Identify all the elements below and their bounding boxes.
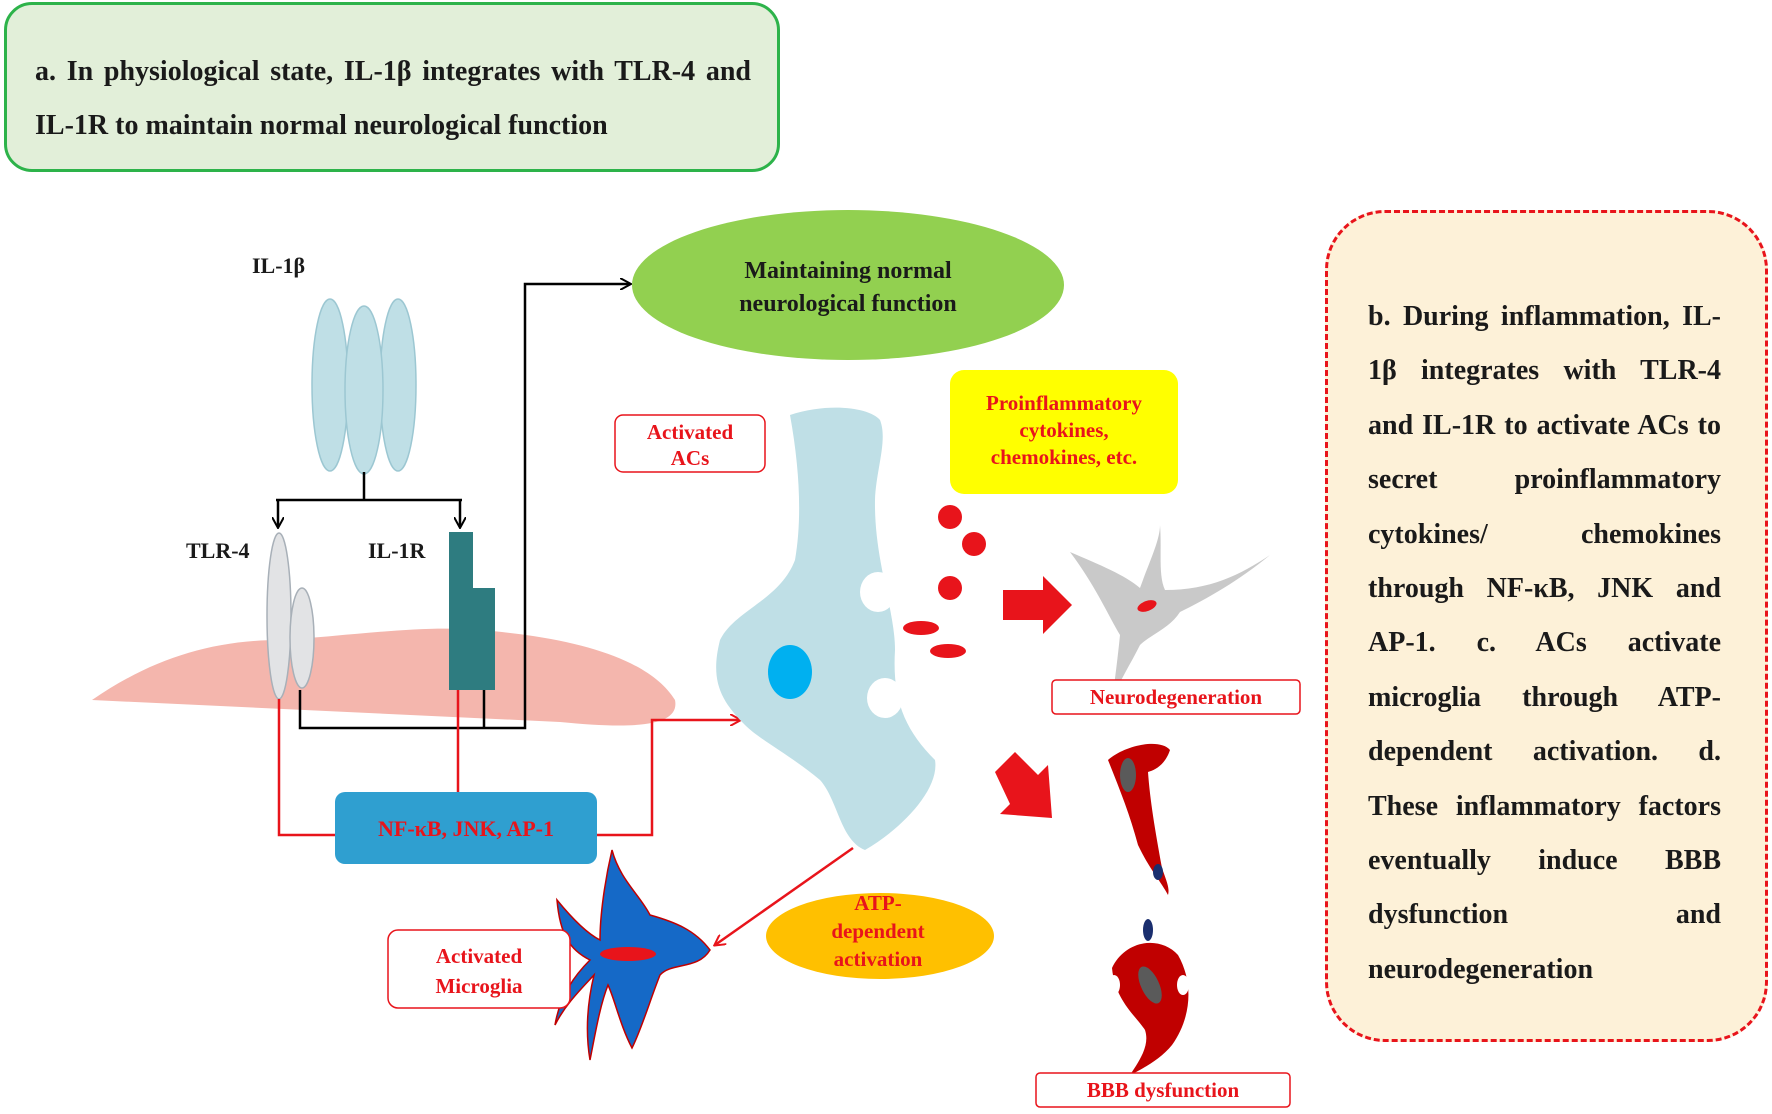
bbb-label: BBB dysfunction <box>1087 1078 1240 1102</box>
astrocyte-vesicles <box>860 485 911 718</box>
microglia-label-line2: Microglia <box>435 974 523 998</box>
panel-b-summary: b. During inflammation, IL-1β integrates… <box>1325 210 1768 1042</box>
activated-acs-line1: Activated <box>647 420 734 444</box>
maintaining-label-line1: Maintaining normal <box>744 258 952 284</box>
il1b-binding-arrows <box>276 472 462 527</box>
proinflam-line3: chemokines, etc. <box>991 445 1137 469</box>
neuro-effect-arrow <box>1003 576 1072 634</box>
atp-line1: ATP- <box>854 891 901 915</box>
activated-acs-line2: ACs <box>671 446 710 470</box>
endothelial-cell-icon <box>1108 743 1170 895</box>
activated-acs-box <box>614 414 766 473</box>
atp-line2: dependent <box>831 919 924 943</box>
bbb-dysfunction-box <box>1035 1072 1291 1108</box>
astrocyte-cell-icon <box>716 407 936 850</box>
inflammatory-signal-lines <box>277 690 854 945</box>
nfkb-jnk-ap1-box <box>335 792 597 864</box>
physiological-signal-arrow <box>298 284 630 730</box>
il1r-label: IL-1R <box>368 538 427 563</box>
maintaining-label-line2: neurological function <box>739 291 957 317</box>
atp-line3: activation <box>834 947 923 971</box>
neurodegeneration-label: Neurodegeneration <box>1090 685 1263 709</box>
neurodegeneration-box <box>1051 679 1301 715</box>
microglia-cell-icon <box>554 849 711 1061</box>
astrocyte-nucleus <box>768 645 812 699</box>
proinflam-line1: Proinflammatory <box>986 391 1142 415</box>
maintaining-function-ellipse <box>632 210 1064 360</box>
neuron-cell-icon <box>1070 525 1270 700</box>
microglia-label-line1: Activated <box>436 944 523 968</box>
proinflam-line2: cytokines, <box>1019 418 1108 442</box>
il1b-label: IL-1β <box>252 253 305 278</box>
cell-membrane <box>92 628 676 726</box>
nfkb-label: NF-κB, JNK, AP-1 <box>378 816 554 841</box>
il1b-protein-icon <box>311 298 417 475</box>
panel-a-text: a. In physiological state, IL-1β integra… <box>35 56 751 141</box>
cytokine-particles <box>903 505 986 658</box>
activated-microglia-box <box>387 929 571 1009</box>
panel-b-text: b. During inflammation, IL-1β integrates… <box>1368 301 1721 985</box>
proinflammatory-box <box>950 370 1178 494</box>
panel-a-summary: a. In physiological state, IL-1β integra… <box>4 2 780 172</box>
endothelial-cell-bbb-icon <box>1108 919 1189 1075</box>
tlr4-receptor-icon <box>266 532 315 700</box>
atp-activation-ellipse <box>766 893 994 979</box>
tlr4-label: TLR-4 <box>186 538 250 563</box>
bbb-effect-arrow <box>995 752 1052 818</box>
il1r-receptor-icon <box>449 532 495 690</box>
